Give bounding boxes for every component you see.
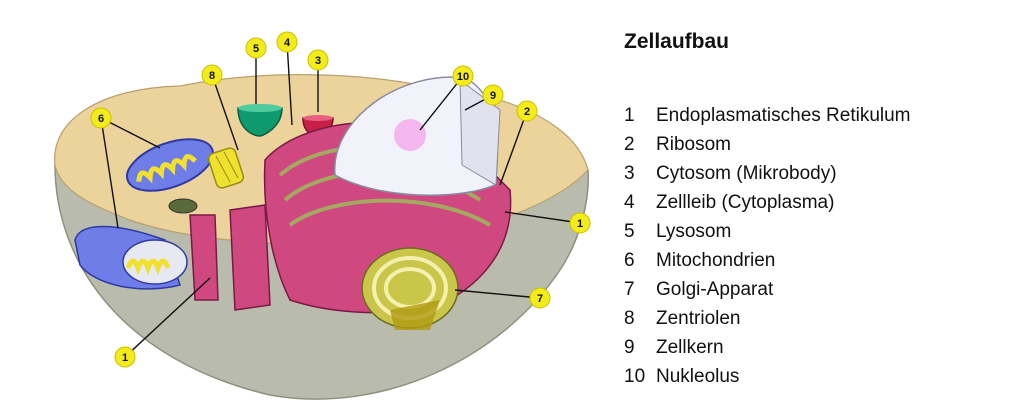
cell-diagram: 1 1 2 3 4 5 6 7 8 9 10 — [54, 31, 591, 400]
legend-number: 10 — [624, 366, 646, 387]
legend-label: Endoplasmatisches Retikulum — [656, 105, 911, 126]
legend-item: 8 Zentriolen — [624, 304, 911, 333]
smooth-er — [189, 204, 271, 311]
legend-item: 4 Zellleib (Cytoplasma) — [624, 188, 911, 217]
legend-item: 6 Mitochondrien — [624, 246, 911, 275]
mitochondrion-cut — [74, 225, 188, 290]
legend-number: 7 — [624, 279, 635, 300]
legend-title: Zellaufbau — [624, 30, 730, 53]
svg-text:10: 10 — [457, 71, 469, 83]
svg-text:1: 1 — [122, 352, 128, 364]
callout-7: 7 — [529, 287, 551, 309]
svg-text:8: 8 — [209, 70, 215, 82]
legend-label: Ribosom — [656, 134, 731, 155]
legend-label: Zentriolen — [656, 308, 741, 329]
callout-10: 10 — [452, 65, 474, 87]
legend-number: 2 — [624, 134, 635, 155]
centrioles — [207, 147, 245, 189]
callout-1-left: 1 — [114, 346, 136, 368]
legend-label: Cytosom (Mikrobody) — [656, 163, 837, 184]
callout-8: 8 — [201, 64, 223, 86]
callout-3: 3 — [307, 49, 329, 71]
mitochondrion-top — [126, 138, 214, 192]
legend-item: 7 Golgi-Apparat — [624, 275, 911, 304]
svg-text:7: 7 — [537, 293, 543, 305]
legend-label: Nukleolus — [656, 366, 740, 387]
callout-1-right: 1 — [569, 212, 591, 234]
legend-item: 9 Zellkern — [624, 333, 911, 362]
svg-text:6: 6 — [98, 113, 104, 125]
golgi-apparatus — [361, 247, 459, 330]
nucleus — [334, 76, 501, 196]
nucleolus — [394, 119, 426, 151]
callout-6: 6 — [90, 107, 112, 129]
callout-9: 9 — [482, 84, 504, 106]
legend-label: Zellkern — [656, 337, 724, 358]
callout-4: 4 — [276, 31, 298, 53]
vesicle — [168, 198, 198, 214]
callout-5: 5 — [245, 37, 267, 59]
legend-number: 9 — [624, 337, 635, 358]
legend-item: 3 Cytosom (Mikrobody) — [624, 159, 911, 188]
svg-text:5: 5 — [253, 43, 259, 55]
legend-label: Zellleib (Cytoplasma) — [656, 192, 835, 213]
legend-item: 10 Nukleolus — [624, 362, 911, 391]
legend-item: 5 Lysosom — [624, 217, 911, 246]
svg-text:4: 4 — [284, 37, 291, 49]
legend-number: 6 — [624, 250, 635, 271]
svg-text:3: 3 — [315, 55, 321, 67]
svg-text:9: 9 — [490, 90, 496, 102]
legend-number: 4 — [624, 192, 635, 213]
legend-item: 1 Endoplasmatisches Retikulum — [624, 101, 911, 130]
legend-number: 8 — [624, 308, 635, 329]
legend-number: 3 — [624, 163, 635, 184]
legend-item: 2 Ribosom — [624, 130, 911, 159]
callout-2: 2 — [516, 100, 538, 122]
legend-label: Lysosom — [656, 221, 732, 242]
legend-number: 1 — [624, 105, 635, 126]
legend-label: Golgi-Apparat — [656, 279, 774, 300]
legend-number: 5 — [624, 221, 635, 242]
svg-text:1: 1 — [577, 218, 583, 230]
svg-text:2: 2 — [524, 106, 530, 118]
lysosome — [237, 104, 283, 137]
legend-label: Mitochondrien — [656, 250, 776, 271]
